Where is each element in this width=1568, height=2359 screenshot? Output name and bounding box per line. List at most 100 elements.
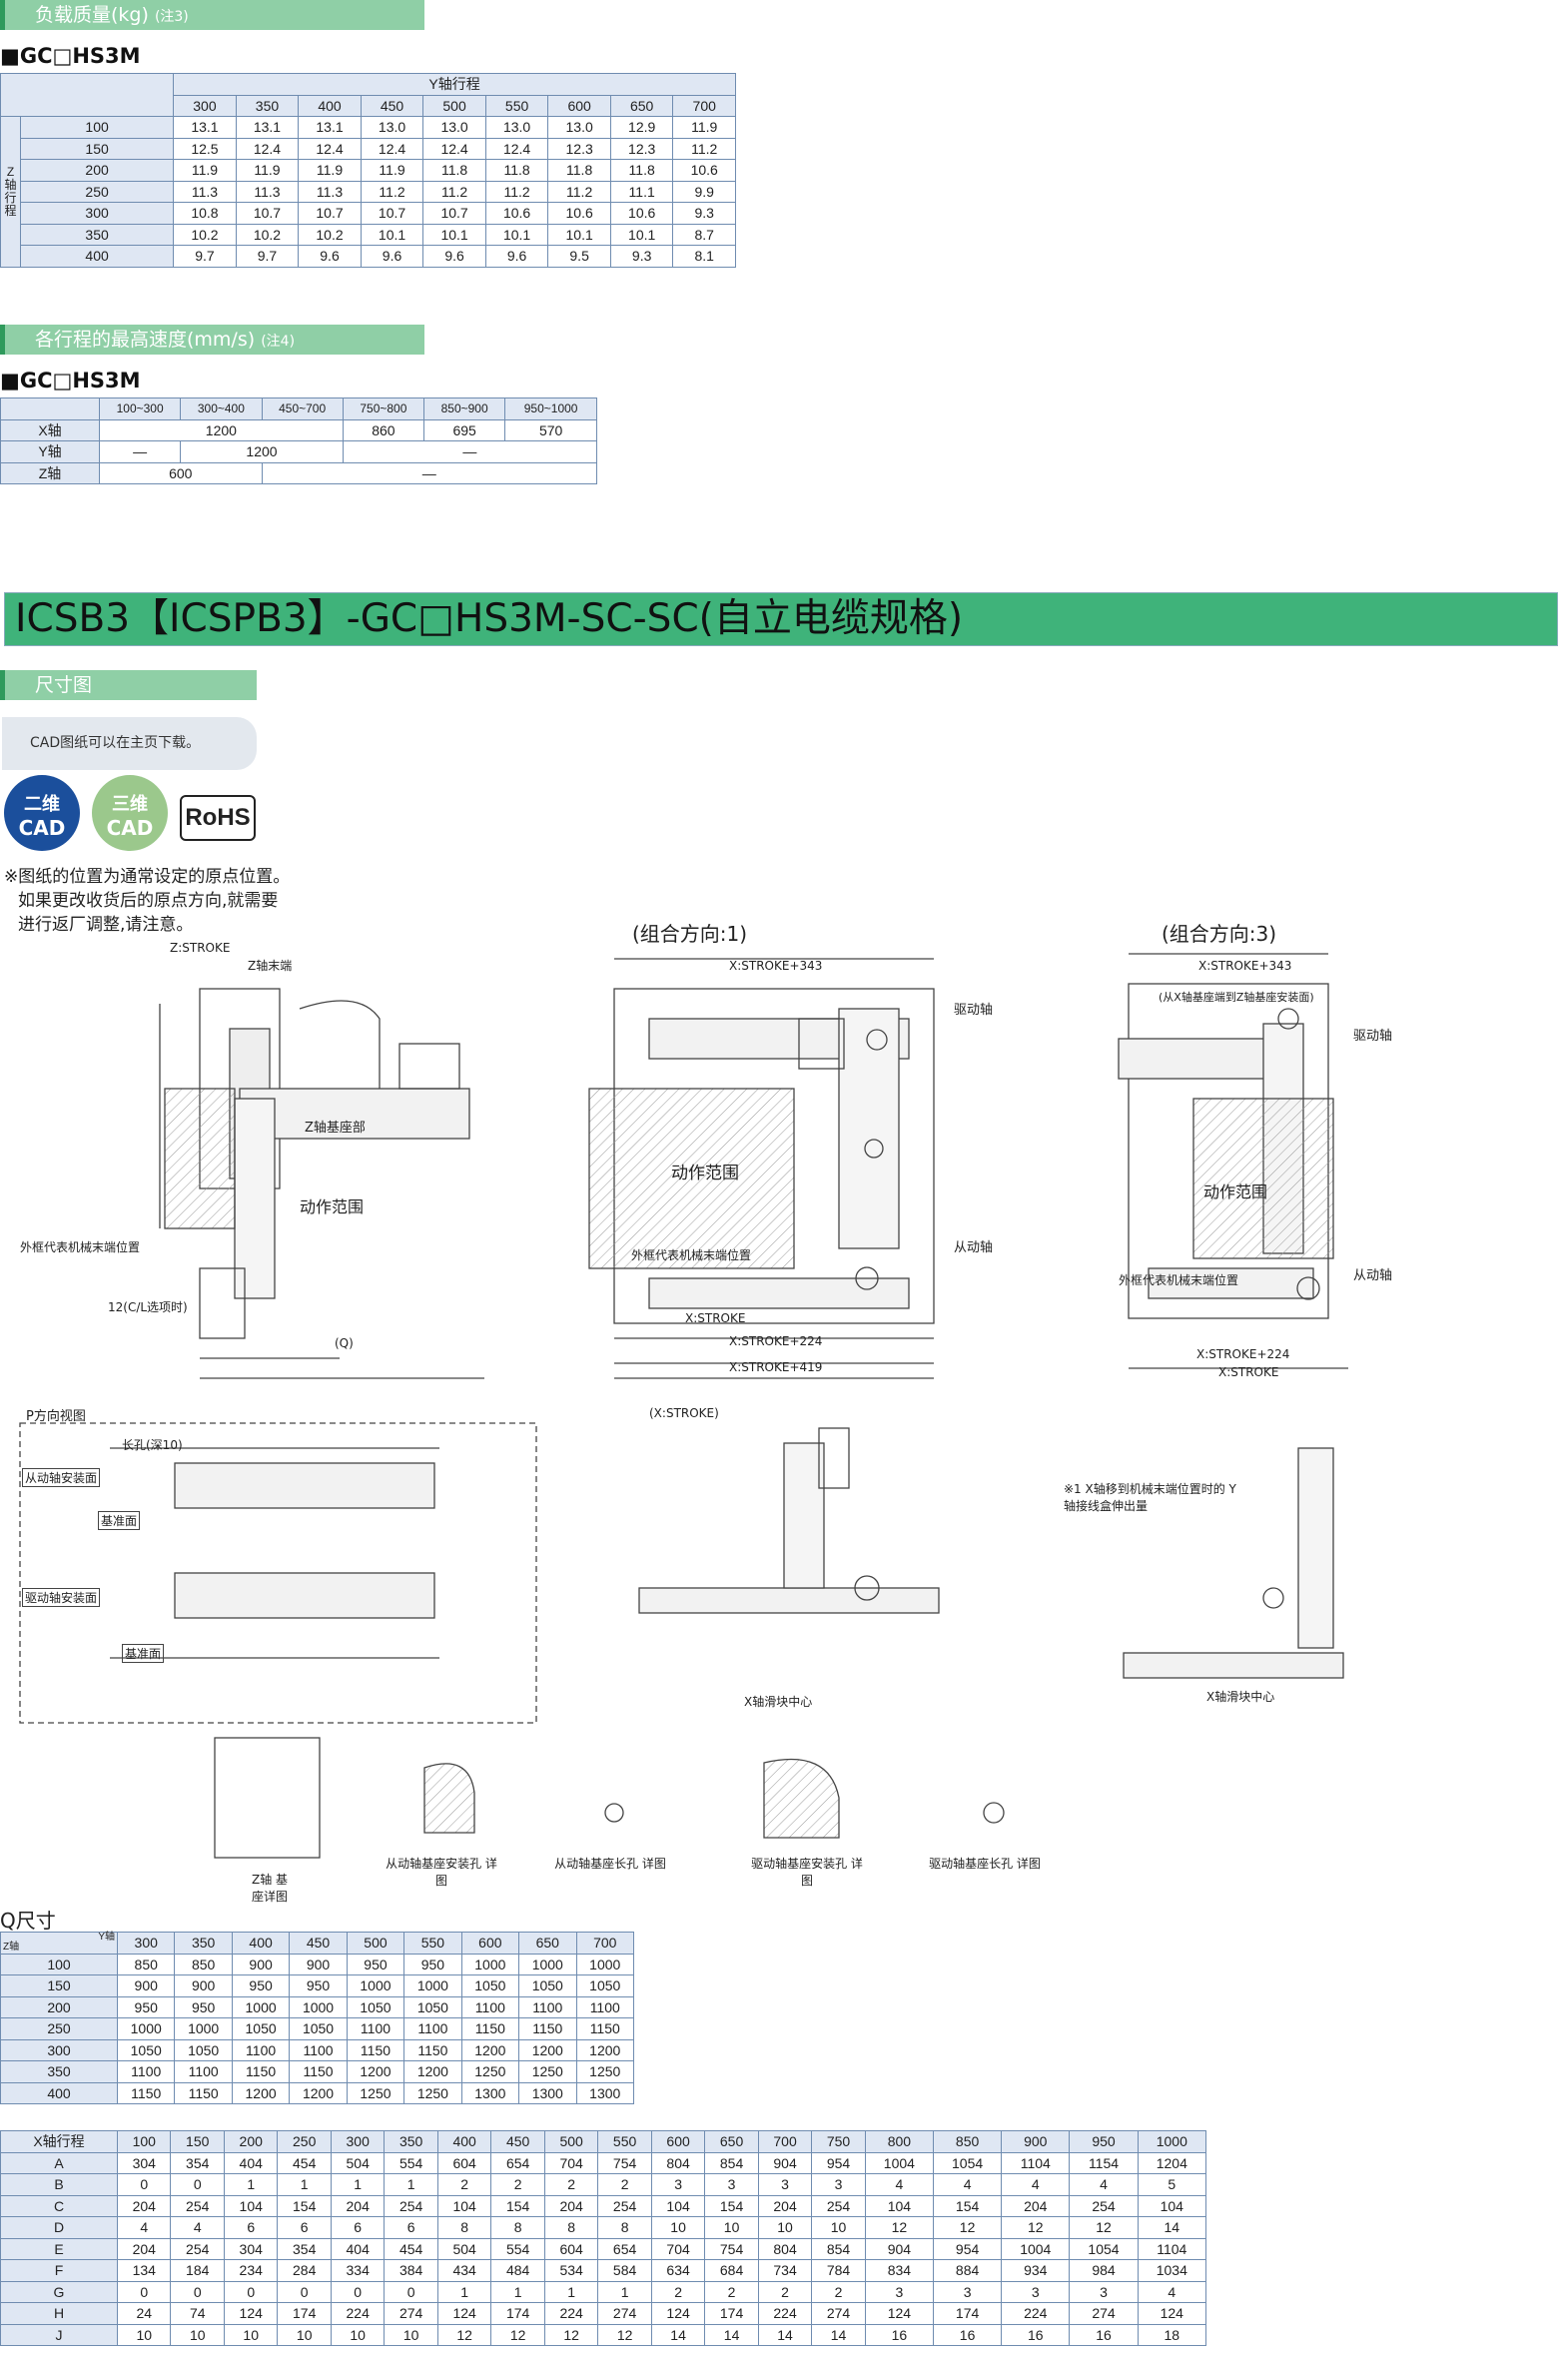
x-dim-value: 8 [543,2216,599,2239]
q-z-value: 100 [0,1953,118,1975]
q-z-value: 300 [0,2038,118,2061]
q-value: 1000 [460,1953,520,1975]
x-dim-key: E [0,2237,118,2260]
x-dim-value: 104 [1137,2194,1207,2217]
detail2-label: 从动轴基座长孔 详图 [554,1857,666,1871]
q-value: 1250 [575,2060,634,2083]
x-stroke-col: 300 [330,2130,386,2153]
row-y: Y轴 [0,440,100,463]
pview-label: P方向视图 [26,1409,86,1424]
x-dim-value: 10 [704,2216,759,2239]
q-value: 1050 [460,1974,520,1997]
q-value: 1050 [116,2038,176,2061]
x-dim-value: 154 [704,2194,759,2217]
x-stroke-col: 900 [1001,2130,1071,2153]
x-dim-key: D [0,2216,118,2239]
x-dim-value: 3 [932,2280,1003,2303]
x-dim-value: 954 [932,2237,1003,2260]
q-label: (Q) [335,1336,354,1350]
base-note: (从X轴基座端到Z轴基座安装面) [1159,991,1314,1004]
x-dim-value: 1 [490,2280,545,2303]
q-value: 1300 [518,2081,577,2104]
q-value: 900 [231,1953,291,1975]
load-value: 12.4 [484,137,549,160]
load-value: 13.1 [298,116,362,139]
y-stroke-col: 650 [609,94,674,117]
x-dim-value: 2 [436,2173,492,2196]
x-dim-value: 16 [1001,2323,1071,2346]
load-value: 13.0 [547,116,611,139]
x-stroke-col: 650 [704,2130,759,2153]
x-dim-value: 354 [277,2237,332,2260]
drive-label-1: 驱动轴 [954,1003,994,1018]
load-value: 10.1 [547,223,611,246]
x-dim-value: 684 [704,2259,759,2282]
x-dim-value: 274 [597,2302,652,2325]
xs419-label: X:STROKE+419 [729,1360,823,1374]
z-stroke-value: 200 [19,159,175,182]
q-value: 950 [231,1974,291,1997]
q-value: 900 [116,1974,176,1997]
x-dim-value: 254 [811,2194,866,2217]
x-dim-value: 0 [170,2173,225,2196]
x-dim-value: 174 [932,2302,1003,2325]
q-z-value: 350 [0,2060,118,2083]
load-value: 10.8 [173,202,237,225]
x-dim-value: 804 [757,2237,813,2260]
y-stroke-col: 400 [298,94,362,117]
q-value: 1150 [575,2017,634,2040]
x-dim-value: 254 [384,2194,438,2217]
dimension-drawings [19,953,1348,1859]
q-value: 1150 [460,2017,520,2040]
x-dim-value: 434 [436,2259,492,2282]
x-dim-value: 4 [1137,2280,1207,2303]
load-value: 10.7 [422,202,486,225]
x-dim-value: 224 [543,2302,599,2325]
z-stroke-value: 150 [19,137,175,160]
q-value: 1000 [116,2017,176,2040]
q-value: 850 [174,1953,233,1975]
q-value: 1000 [403,1974,462,1997]
load-value: 9.6 [360,245,424,268]
load-value: 11.2 [547,180,611,203]
outer-pos-mid: 外框代表机械末端位置 [631,1248,752,1262]
x-dim-value: 14 [704,2323,759,2346]
x-dim-value: 16 [864,2323,934,2346]
q-value: 1200 [518,2038,577,2061]
x-stroke-col: 700 [757,2130,813,2153]
q-value: 950 [174,1995,233,2018]
x-dim-value: 154 [277,2194,332,2217]
load-value: 12.9 [609,116,674,139]
q-value: 1250 [403,2081,462,2104]
speed-range-col: 950~1000 [504,397,597,420]
x-dim-value: 3 [704,2173,759,2196]
x-dim-value: 204 [116,2194,172,2217]
load-value: 12.5 [173,137,237,160]
load-value: 11.8 [609,159,674,182]
x-dim-value: 784 [811,2259,866,2282]
q-y-col: 500 [346,1932,405,1955]
load-value: 12.3 [547,137,611,160]
x-dim-value: 934 [1001,2259,1071,2282]
x-dim-value: 2 [811,2280,866,2303]
x-dim-value: 584 [597,2259,652,2282]
z-stroke-header: Z轴行程 [0,116,21,268]
x-dim-value: 10 [757,2216,813,2239]
x-dim-value: 134 [116,2259,172,2282]
q-value: 1050 [575,1974,634,1997]
x-dim-value: 10 [116,2323,172,2346]
q-y-col: 600 [460,1932,520,1955]
x-dim-value: 884 [932,2259,1003,2282]
x-dim-value: 204 [543,2194,599,2217]
x-dim-value: 10 [384,2323,438,2346]
q-y-col: 350 [174,1932,233,1955]
